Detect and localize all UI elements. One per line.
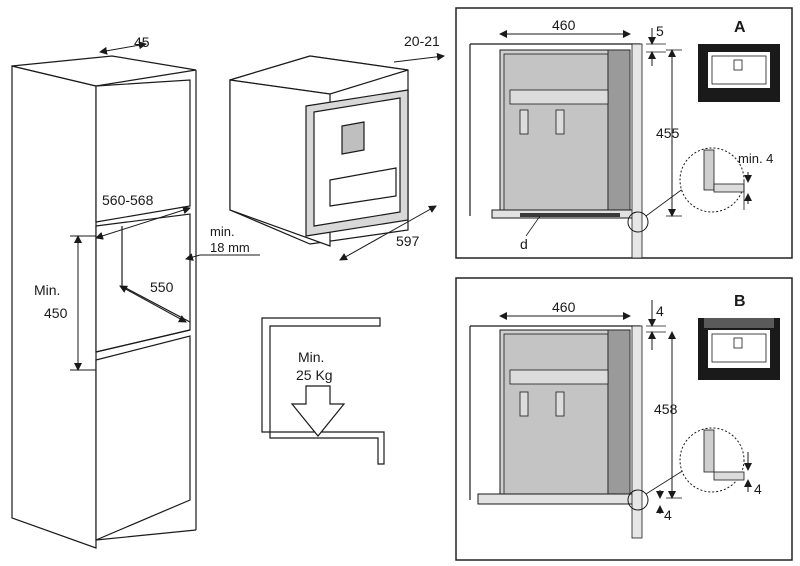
appliance-width-dimension-line — [339, 205, 437, 261]
panel-a-height-label: 455 — [656, 125, 680, 141]
niche-width-dimension-line — [95, 206, 191, 240]
panel-b — [455, 277, 793, 561]
min-gap-label-line2: 18 mm — [210, 240, 250, 255]
gap-leader-line — [393, 52, 445, 63]
panel-b-title: B — [734, 293, 746, 310]
gap-label: 20-21 — [404, 33, 440, 49]
panel-a-detail-label: min. 4 — [738, 151, 773, 166]
panel-b-depth-label: 460 — [552, 299, 576, 315]
appliance-width-label: 597 — [396, 233, 420, 249]
niche-width-label: 560-568 — [102, 192, 154, 208]
tall-cabinet — [11, 55, 197, 549]
panel-a-detail-marker — [627, 211, 649, 233]
load-label-line1: Min. — [298, 349, 324, 365]
panel-a-depth-label: 460 — [552, 17, 576, 33]
top-width-label: 45 — [134, 34, 150, 50]
panel-a-part-label: d — [520, 236, 528, 252]
shelf-load-diagram — [261, 317, 385, 465]
panel-a-title: A — [734, 19, 746, 36]
load-label-line2: 25 Kg — [296, 367, 333, 383]
panel-a-top-gap-label: 5 — [656, 23, 664, 39]
niche-depth-label: 550 — [150, 279, 174, 295]
panel-a — [455, 7, 793, 259]
niche-height-label-line1: Min. — [34, 282, 60, 298]
niche-depth-dimension-line — [119, 285, 187, 323]
top-width-dimension-line — [99, 41, 147, 55]
cabinet-dimensions — [70, 41, 260, 371]
panel-b-bottom-gap-label: 4 — [664, 507, 672, 523]
min-gap-label-line1: min. — [210, 224, 235, 239]
appliance-dimensions — [339, 52, 445, 261]
appliance-3d — [229, 55, 409, 247]
niche-height-label-line2: 450 — [44, 305, 68, 321]
panel-b-detail-marker — [627, 489, 649, 511]
panel-b-detail-gap-label: 4 — [754, 481, 762, 497]
panel-b-top-gap-label: 4 — [656, 303, 664, 319]
panel-b-height-label: 458 — [654, 401, 678, 417]
